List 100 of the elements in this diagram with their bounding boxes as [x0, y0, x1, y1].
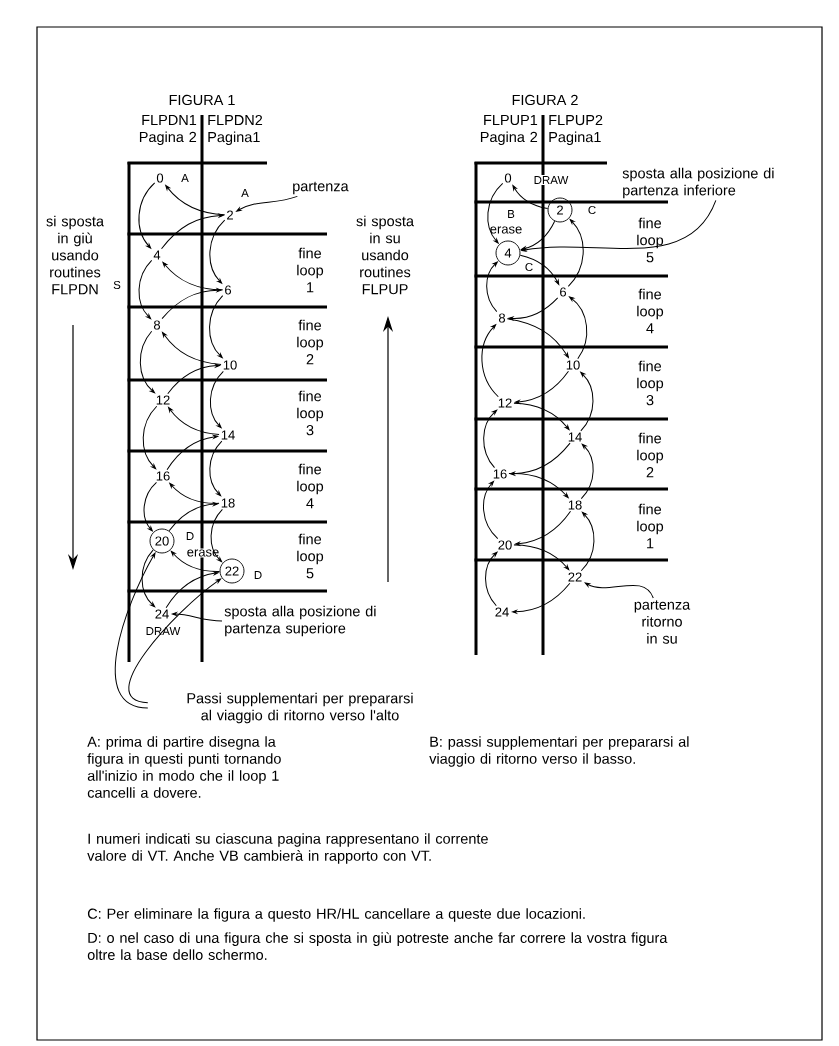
circled-number: 2: [547, 197, 573, 223]
letter-mark: C: [588, 205, 596, 215]
arrow: [521, 199, 717, 252]
arrow: [161, 213, 224, 250]
arrow: [567, 219, 584, 287]
label: FLPDN1 Pagina 2: [139, 115, 197, 145]
arrow: [165, 184, 226, 216]
arrow: [210, 508, 223, 563]
arrow: [142, 405, 158, 470]
circled-number: 20: [149, 528, 175, 554]
circled-number: 4: [495, 240, 521, 266]
step-number: 14: [221, 430, 235, 440]
arrow: [168, 502, 219, 532]
arrow: [236, 195, 298, 212]
arrow: [171, 612, 223, 622]
step-number: 12: [156, 395, 170, 405]
arrow: [162, 332, 222, 365]
step-number: 0: [504, 173, 512, 183]
step-number: 6: [560, 287, 567, 297]
step-number: 22: [568, 572, 582, 582]
direction-caption: si sposta in su usando routines FLPUP: [356, 215, 414, 295]
arrow: [166, 435, 219, 471]
arrow: [209, 370, 224, 429]
arrow: [580, 443, 594, 500]
callout-text: Passi supplementari per prepararsi al viaggio di ritorno verso l'alto: [187, 692, 413, 724]
arrow: [483, 480, 499, 540]
arrow: [139, 330, 156, 394]
label: FLPUP2 Pagina1: [549, 114, 603, 146]
arrow: [514, 370, 569, 404]
circled-number: 22: [219, 558, 245, 584]
label: fine loop 3: [297, 390, 324, 436]
arrow: [168, 406, 220, 435]
arrow: [519, 254, 560, 285]
label: fine loop 4: [637, 288, 664, 334]
arrow: [514, 510, 572, 546]
callout-text: sposta alla posizione di partenza inferiore: [622, 167, 774, 199]
label: erase: [490, 226, 522, 234]
label: fine loop 1: [297, 247, 324, 293]
arrow: [481, 324, 499, 398]
arrow: [138, 182, 156, 249]
callout-text: sposta alla posizione di partenza superiore: [224, 605, 376, 637]
step-number: 18: [221, 498, 235, 508]
note: C: Per eliminare la figura a questo HR/HL cancellare a queste due locazioni.: [87, 908, 585, 922]
step-number: 24: [495, 607, 509, 617]
arrow: [580, 371, 594, 432]
arrow: [486, 261, 498, 313]
arrow: [569, 296, 588, 360]
arrow: [485, 551, 498, 607]
step-number: 16: [493, 469, 507, 479]
figure-title: FIGURA 1: [169, 94, 235, 106]
letter-mark: D: [254, 571, 262, 579]
arrow: [511, 582, 571, 614]
direction-caption: si sposta in giù usando routines FLPDN: [46, 215, 104, 295]
letter-mark: A: [241, 189, 249, 197]
label: FLPDN2 Pagina1: [208, 114, 263, 146]
arrow: [161, 288, 222, 320]
arrow: [487, 182, 504, 244]
label: fine loop 1: [637, 503, 664, 549]
callout-text: partenza ritorno in su: [634, 600, 691, 644]
arrow: [580, 511, 595, 572]
callout-text: partenza: [293, 181, 349, 195]
step-number: 6: [225, 285, 232, 295]
step-number: 10: [566, 360, 580, 370]
arrow: [483, 409, 498, 469]
letter-mark: D: [186, 532, 194, 540]
letter-mark: A: [181, 174, 189, 182]
arrow: [209, 295, 224, 359]
arrow: [165, 571, 219, 609]
arrow: [513, 402, 570, 431]
arrow: [128, 578, 222, 704]
step-number: 18: [568, 500, 582, 510]
step-number: 0: [156, 173, 164, 183]
label: fine loop 4: [297, 463, 324, 509]
letter-mark: C: [525, 262, 533, 272]
step-number: 2: [227, 210, 233, 220]
label: S: [113, 280, 121, 290]
arrow: [521, 220, 556, 251]
step-number: 20: [498, 540, 512, 550]
arrow: [508, 297, 559, 321]
label: DRAW: [532, 175, 570, 185]
arrow: [509, 442, 571, 476]
arrow: [167, 363, 221, 395]
arrow: [141, 549, 156, 608]
arrow: [584, 582, 654, 599]
label: fine loop 2: [297, 319, 324, 365]
figure-title: FIGURA 2: [512, 94, 578, 106]
label: B: [508, 210, 515, 218]
arrow: [512, 185, 549, 210]
label: fine loop 5: [637, 217, 664, 263]
arrow: [138, 259, 153, 320]
arrow: [209, 440, 223, 497]
label: fine loop 3: [637, 360, 664, 406]
step-number: 8: [153, 320, 161, 330]
step-number: 14: [568, 432, 582, 442]
arrow: [162, 261, 224, 291]
arrow: [143, 481, 157, 532]
arrow: [209, 219, 226, 284]
note: A: prima di partire disegna la figura in questi punti tornando all'inizio in modo che il loop 1 cancelli a dovere.: [87, 736, 281, 798]
step-number: 16: [156, 471, 170, 481]
label: fine loop 5: [297, 533, 324, 579]
